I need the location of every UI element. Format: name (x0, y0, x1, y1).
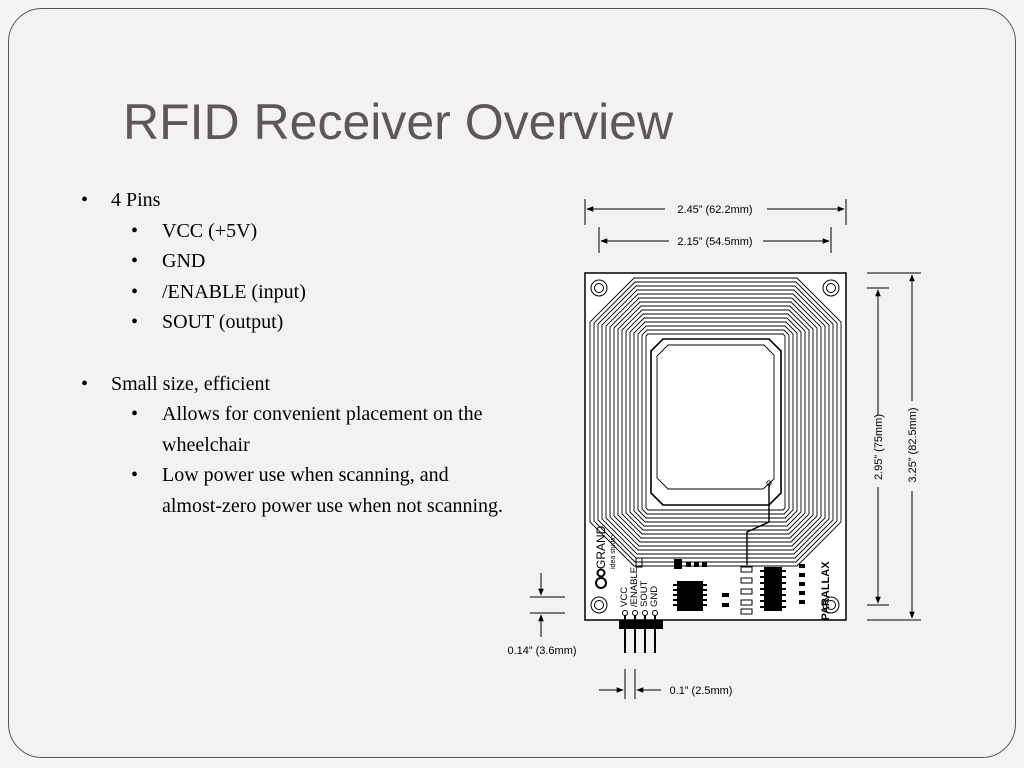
bullet-text: /ENABLE (input) (162, 280, 306, 303)
pin-label-enable: /ENABLE (629, 567, 640, 607)
sub-bullet-sout: • SOUT (output) (81, 307, 511, 338)
sub-bullet-power: • Low power use when scanning, and almost… (81, 460, 511, 521)
sub-bullet-placement: • Allows for convenient placement on the … (81, 399, 511, 460)
pin-label-sout: SOUT (639, 580, 650, 607)
pin-label-vcc: VCC (619, 587, 630, 607)
bullet-text: Low power use when scanning, and almost-… (162, 464, 504, 517)
bullet-marker: • (131, 311, 139, 333)
bullet-marker: • (81, 189, 89, 211)
height-dimensions (867, 272, 921, 621)
sub-bullet-vcc: • VCC (+5V) (81, 216, 511, 247)
slide-title: RFID Receiver Overview (123, 94, 674, 150)
parallax-logo: PARALLAX (820, 561, 832, 621)
dim-height-inner: 2.95” (75mm) (873, 414, 885, 480)
sub-bullet-enable: • /ENABLE (input) (81, 277, 511, 308)
pin-pitch-dimension (599, 669, 661, 699)
bullet-marker: • (131, 219, 139, 242)
bullet-spacer (81, 338, 511, 369)
bullet-pins: • 4 Pins (81, 185, 511, 216)
pin-labels: VCC /ENABLE SOUT GND (619, 567, 660, 607)
bullet-text: Allows for convenient placement on the w… (162, 403, 483, 456)
slide: RFID Receiver Overview • 4 Pins • VCC (+5V… (8, 8, 1016, 758)
bullet-marker: • (81, 372, 89, 395)
bullet-marker: • (131, 280, 139, 303)
brand-subtitle: idea studio (610, 535, 617, 569)
bullet-marker: • (131, 403, 139, 425)
grand-idea-logo: GRAND idea studio (594, 525, 643, 589)
bullet-list: • 4 Pins • VCC (+5V) • GND • /ENABLE (input)… (81, 185, 511, 521)
bullet-marker: • (131, 464, 139, 486)
pin-height-dimension (530, 573, 565, 637)
dim-pin-length: 0.14” (3.6mm) (507, 645, 576, 657)
sub-bullet-gnd: • GND (81, 246, 511, 277)
brand-name: GRAND (594, 525, 608, 569)
mounting-holes (590, 279, 840, 614)
bullet-text: Small size, efficient (111, 372, 271, 395)
components (673, 559, 805, 615)
header-pins (619, 610, 663, 653)
dim-width-outer: 2.45” (62.2mm) (677, 204, 752, 216)
bullet-marker: • (131, 250, 139, 272)
bullet-text: 4 Pins (111, 189, 161, 211)
bullet-size: • Small size, efficient (81, 369, 511, 400)
antenna-coil (589, 277, 842, 567)
pin-label-gnd: GND (649, 586, 660, 607)
bullet-text: SOUT (output) (162, 311, 284, 333)
dim-width-inner: 2.15” (54.5mm) (677, 236, 752, 248)
width-dimensions (584, 199, 847, 253)
bullet-text: VCC (+5V) (162, 219, 258, 242)
dim-pin-pitch: 0.1” (2.5mm) (670, 685, 733, 697)
bullet-text: GND (162, 250, 206, 272)
dim-height-outer: 3.25” (82.5mm) (907, 407, 919, 482)
rfid-board-diagram: 2.45” (62.2mm) 2.15” (54.5mm) 2.95” (75m… (507, 199, 921, 699)
